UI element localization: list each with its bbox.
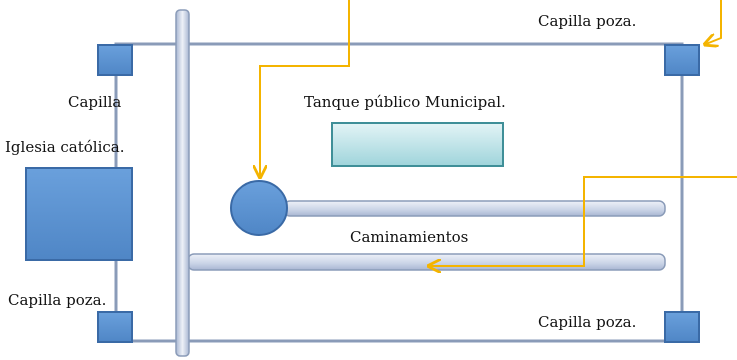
circle-marker (230, 180, 288, 236)
label-capilla-poza-bottom-left: Capilla poza. (8, 291, 107, 309)
iglesia-block (25, 167, 133, 261)
vertical-road (175, 9, 190, 357)
arrow-to-caminamientos (430, 176, 737, 266)
capilla-box-top-left (97, 44, 133, 76)
label-capilla: Capilla (68, 93, 122, 111)
capilla-poza-box-bottom-left (97, 311, 133, 343)
arrow-to-top-right-capilla (706, 0, 722, 44)
path-lower (187, 253, 666, 271)
label-capilla-poza-top-right: Capilla poza. (538, 12, 637, 30)
label-iglesia: Iglesia católica. (5, 138, 125, 156)
tanque-rect (331, 122, 504, 167)
label-capilla-poza-bottom-right: Capilla poza. (538, 313, 637, 331)
site-boundary (114, 42, 684, 343)
path-upper (283, 200, 666, 217)
capilla-poza-box-bottom-right (664, 311, 700, 343)
label-tanque: Tanque público Municipal. (304, 93, 506, 111)
capilla-poza-box-top-right (664, 44, 700, 76)
label-caminamientos: Caminamientos (350, 228, 469, 246)
arrow-to-circle (260, 0, 350, 176)
